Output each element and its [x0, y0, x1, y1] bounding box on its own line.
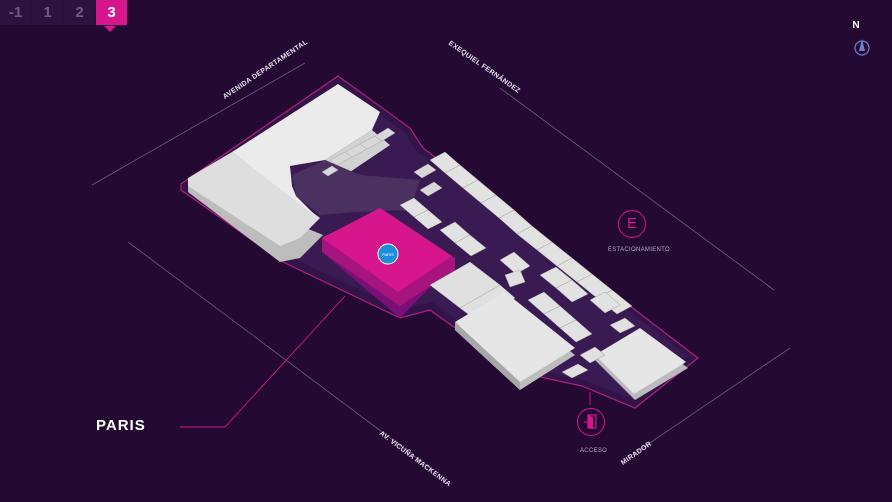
- building-southeast: [595, 328, 688, 400]
- floor-tab-2[interactable]: 2: [64, 0, 96, 25]
- store-paris[interactable]: PARIS: [322, 208, 455, 318]
- access-label: ACCESO: [580, 448, 608, 454]
- paris-logo-text: PARIS: [382, 252, 394, 257]
- compass-icon: [854, 39, 870, 56]
- parking-label: ESTACIONAMIENTO: [608, 247, 670, 253]
- shops-north-row: [321, 127, 443, 197]
- floor-tab-1[interactable]: 1: [32, 0, 64, 25]
- compass: N: [848, 20, 874, 62]
- building-south: [455, 292, 575, 390]
- connector-lines: [180, 295, 591, 428]
- floor-tab-minus1[interactable]: -1: [0, 0, 32, 25]
- shops-central: [399, 151, 633, 343]
- kiosks: [561, 317, 636, 379]
- floor-tab-3[interactable]: 3: [96, 0, 128, 25]
- floor-selector: -1 1 2 3: [0, 0, 128, 25]
- walkway: [292, 160, 420, 215]
- compass-north-label: N: [852, 20, 860, 31]
- active-floor-pointer: [104, 26, 116, 32]
- access-door-icon[interactable]: [577, 408, 605, 436]
- parking-icon[interactable]: E: [618, 210, 646, 238]
- street-lines: [91, 62, 791, 471]
- store-label-paris[interactable]: PARIS: [96, 417, 146, 434]
- door-glyph: [584, 414, 597, 429]
